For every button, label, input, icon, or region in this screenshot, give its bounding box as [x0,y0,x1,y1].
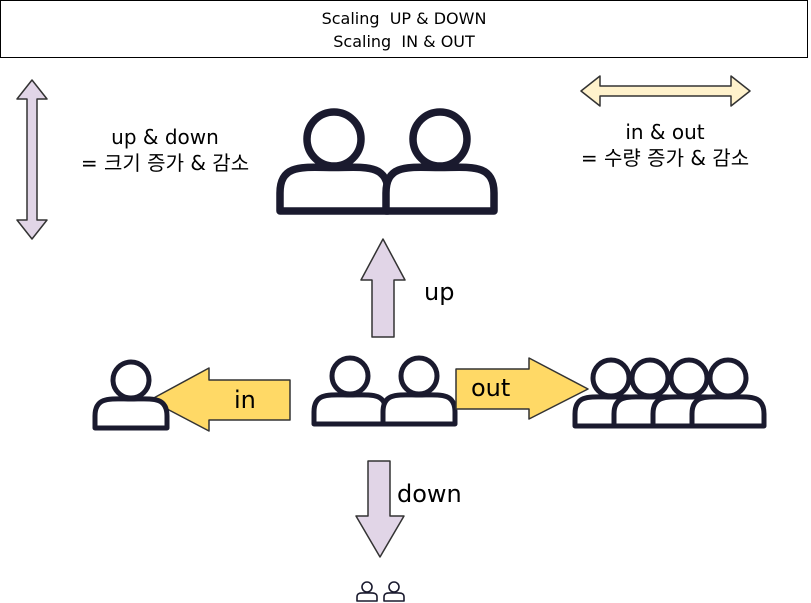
users-group-large-icon [280,112,494,211]
down-arrow-icon [355,460,405,558]
up-arrow-icon [360,238,406,338]
users-group-small-icon [356,581,405,602]
legend-in-out-desc: = 수량 증가 & 감소 [580,146,750,170]
user-single-icon [95,362,167,428]
label-down: down [397,480,462,508]
double-arrow-vertical-icon [16,79,48,240]
users-group-center-icon [314,358,455,424]
label-up: up [424,278,455,306]
legend-in-out: in & out = 수량 증가 & 감소 [555,119,775,171]
legend-up-down: up & down = 크기 증가 & 감소 [60,124,270,176]
label-out: out [471,374,511,402]
legend-up-down-title: up & down [111,125,219,149]
users-crowd-icon [575,360,764,426]
title-scaling-up-down: Scaling UP & DOWN [321,9,487,28]
out-arrow-icon [455,357,589,420]
legend-up-down-desc: = 크기 증가 & 감소 [80,151,250,175]
title-box: Scaling UP & DOWN Scaling IN & OUT [0,0,808,58]
title-scaling-in-out: Scaling IN & OUT [333,32,475,51]
in-arrow-icon [149,367,291,432]
double-arrow-horizontal-icon [580,75,751,107]
label-in: in [234,386,256,414]
legend-in-out-title: in & out [625,120,705,144]
